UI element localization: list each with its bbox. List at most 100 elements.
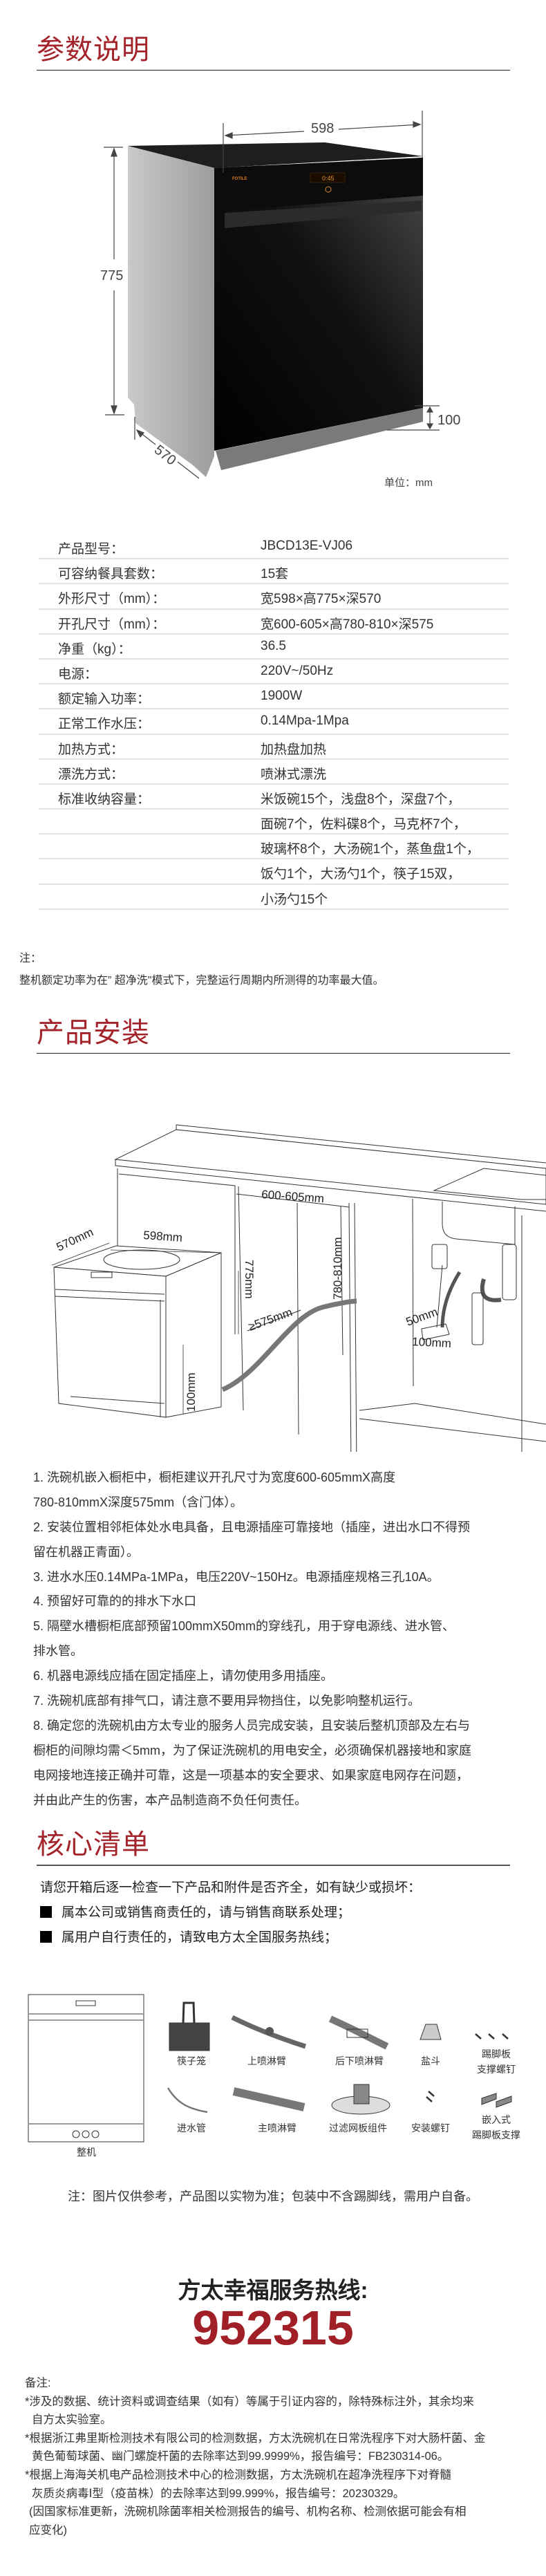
spec-value: 小汤勺15个 [261, 892, 328, 907]
spec-value: 玻璃杯8个，大汤碗1个，蒸鱼盘1个， [261, 842, 480, 857]
inlet-hose-icon [167, 2087, 208, 2113]
cable-hole [421, 1323, 450, 1341]
power-button-icon [325, 186, 332, 193]
dimension-lines [51, 1242, 239, 1414]
filter-assembly-icon [331, 2084, 390, 2115]
remark-line: *涉及的数据、统计资料或调查结果（如有）等属于引证内容的，除特殊标注外，其余均来 [25, 2395, 474, 2408]
dimension-width [223, 111, 423, 173]
spec-label: 电源： [58, 666, 98, 682]
bullet-text: 属用户自行责任的，请致电方太全国服务热线； [62, 1930, 338, 1945]
machine-drawing [28, 1994, 144, 2143]
note-label: 注： [19, 953, 42, 964]
unit-label: 单位：mm [384, 477, 433, 489]
remarks-title: 备注: [25, 2377, 51, 2389]
spec-value: JBCD13E-VJ06 [261, 539, 353, 553]
spec-row: 净重（kg）： 36.5 [39, 635, 509, 660]
spec-row: 可容纳餐具套数：15套 [39, 559, 509, 585]
drain-trap [480, 1278, 502, 1303]
hotline-title: 方太幸福服务热线: [178, 2277, 368, 2303]
dimension-plinth [387, 405, 440, 431]
instruction-line: 1. 洗碗机嵌入橱柜中，橱柜建议开孔尺寸为宽度600-605mmX高度 [33, 1471, 396, 1484]
accessory-label: 嵌入式踢脚板支撑 [458, 2112, 534, 2143]
remark-line: *根据浙江弗里斯检测技术有限公司的检测数据，方太洗碗机在日常洗程序下对大肠杆菌、… [25, 2432, 486, 2445]
section-divider [37, 1865, 510, 1866]
instruction-line: 3. 进水水压0.14MPa-1MPa，电压220V~150Hz。电源插座规格三… [33, 1569, 440, 1584]
power-cord [436, 1264, 443, 1328]
dishwasher-dimension-image: FOTILE 0:45 598 775 100 570 [100, 111, 460, 479]
opening [236, 1193, 357, 1452]
dimension-width-label: 598 [311, 121, 334, 136]
drain-outlet [471, 1292, 484, 1345]
section-divider [37, 70, 510, 71]
dimension-depth [134, 417, 200, 479]
instruction-line: 电网接地连接正确并可靠，这是一项基本的安全要求、如果家庭电网存在问题， [33, 1768, 469, 1782]
kick-plate-bracket-icon [481, 2093, 512, 2108]
accessory-label: 整机 [77, 2147, 96, 2158]
control-display [310, 172, 346, 183]
rear-lower-spray-arm-icon [328, 2015, 389, 2050]
accessory-label-line: 嵌入式 [482, 2114, 511, 2125]
remark-line: 自方太实验室。 [32, 2414, 112, 2427]
water-hose [440, 1271, 462, 1328]
spec-value: 36.5 [261, 638, 286, 653]
spec-row: 外形尺寸（mm）： 宽598×高775×深570 [39, 584, 509, 610]
note-text: 整机额定功率为在” 超净洗"模式下，完整运行周期内所测得的功率最大值。 [19, 975, 384, 987]
spec-label: 标准收纳容量： [58, 792, 151, 807]
machine-width-label: 598mm [143, 1229, 183, 1244]
accessory-label: 主喷淋臂 [258, 2122, 296, 2134]
spec-row: 额定输入功率： 1900W [39, 684, 509, 710]
section-title-checklist: 核心清单 [37, 1829, 150, 1860]
accessory-label: 上喷淋臂 [247, 2055, 286, 2066]
instruction-line: 780-810mmX深度575mm（含门体）。 [33, 1495, 243, 1509]
bullet-text: 属本公司或销售商责任的，请与销售商联系处理； [62, 1905, 351, 1920]
accessory-label: 安装螺钉 [411, 2122, 450, 2134]
spec-value: 喷淋式漂洗 [261, 767, 327, 782]
dishwasher-side-panel [128, 146, 214, 477]
remark-line: *根据上海海关机电产品检测技术中心的检测数据，方太洗碗机在超净洗程序下对脊髓 [25, 2468, 451, 2481]
spec-row-continued: 小汤勺15个 [39, 885, 509, 910]
accessory-label: 进水管 [177, 2122, 206, 2134]
spec-value: 宽600-605×高780-810×深575 [261, 617, 434, 632]
spec-label: 净重（kg）： [58, 642, 131, 657]
remark-line: (因国家标准更新，洗碗机除菌率相关检测报告的编号、机构名称、检测依据可能会有相 [29, 2505, 467, 2519]
accessory-label: 踢脚板支撑螺钉 [458, 2046, 534, 2077]
checklist-bullet: 属本公司或销售商责任的，请与销售商联系处理； [40, 1902, 350, 1921]
section-title-params: 参数说明 [37, 35, 150, 65]
installation-diagram: 600-605mm 780-810mm 775mm ≥575mm 598mm 5… [51, 1124, 546, 1452]
square-bullet-icon [40, 1906, 52, 1918]
spec-row: 产品型号： JBCD13E-VJ06 [39, 534, 509, 560]
install-instructions: 1. 洗碗机嵌入橱柜中，橱柜建议开孔尺寸为宽度600-605mmX高度 780-… [33, 1466, 531, 1813]
accessory-label-line: 踢脚板 [482, 2048, 511, 2060]
hotline-number: 952315 [192, 2301, 354, 2355]
spec-value: 面碗7个，佐料碟8个，马克杯7个， [261, 817, 467, 832]
spec-label: 额定输入功率： [58, 692, 151, 707]
instruction-line: 留在机器正青面）。 [33, 1544, 139, 1559]
accessory-label: 后下喷淋臂 [335, 2055, 384, 2066]
kick-plate-screws-icon [475, 2033, 509, 2040]
spec-label: 产品型号： [58, 542, 124, 557]
spec-label: 开孔尺寸（mm）： [58, 617, 166, 632]
wall-socket [431, 1244, 448, 1269]
spec-value: 加热盘加热 [261, 742, 327, 757]
dishwasher-top [128, 142, 423, 168]
control-display [91, 1271, 113, 1278]
dishwasher-control-panel [214, 158, 423, 212]
accessory-label: 筷子笼 [177, 2055, 206, 2066]
instruction-line: 并由此产生的伤害，本产品制造商不负任何责任。 [33, 1793, 307, 1807]
spec-row-continued: 面碗7个，佐料碟8个，马克杯7个， [39, 810, 509, 835]
opening-height-label: 780-810mm [331, 1237, 344, 1300]
spec-value: 1900W [261, 689, 303, 704]
remark-line: 应变化) [29, 2523, 67, 2537]
instruction-line: 4. 预留好可靠的的排水下水口 [33, 1594, 197, 1609]
spec-value: 220V~/50Hz [261, 663, 334, 678]
right-cabinet [359, 1168, 546, 1452]
instruction-line: 5. 隔壁水槽橱柜底部预留100mmX50mm的穿线孔，用于穿电源线、进水管、 [33, 1619, 455, 1634]
spec-value: 15套 [261, 567, 289, 582]
section-title-install: 产品安装 [37, 1018, 150, 1048]
dishwasher-handle-strip [225, 200, 422, 228]
accessory-label-line: 踢脚板支撑 [472, 2129, 520, 2140]
accessory-label: 盐斗 [421, 2055, 440, 2066]
spec-label: 外形尺寸（mm）： [58, 592, 166, 607]
instruction-line: 6. 机器电源线应插在固定插座上，请勿使用多用插座。 [33, 1669, 334, 1683]
spec-value: 宽598×高775×深570 [261, 592, 382, 607]
